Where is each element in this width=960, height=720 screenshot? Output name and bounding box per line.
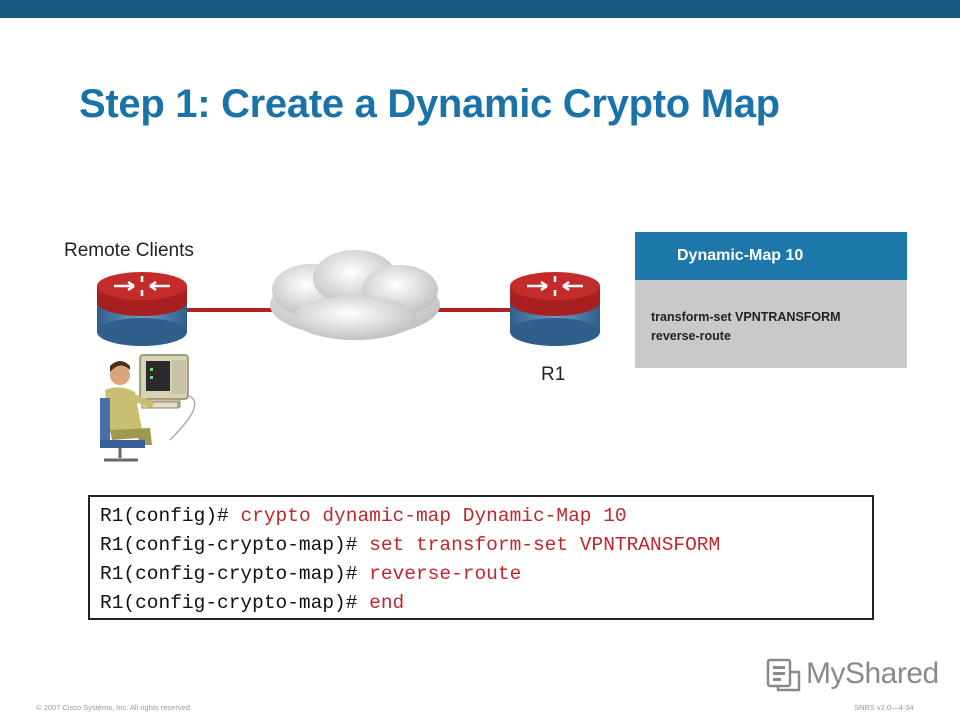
cli-prompt-3: R1(config-crypto-map)# (100, 563, 370, 585)
myshared-logo-text: MyShared (806, 657, 939, 690)
cli-prompt-2: R1(config-crypto-map)# (100, 534, 370, 556)
myshared-logo-icon (766, 658, 801, 692)
slide-title: Step 1: Create a Dynamic Crypto Map (79, 82, 780, 126)
dynamic-map-body: transform-set VPNTRANSFORM reverse-route (651, 308, 841, 346)
cli-command-1: crypto dynamic-map Dynamic-Map 10 (240, 505, 627, 527)
remote-user-workstation-icon (100, 354, 196, 462)
cli-line-3: R1(config-crypto-map)# reverse-route (100, 563, 521, 585)
network-diagram (97, 250, 600, 462)
cli-line-1: R1(config)# crypto dynamic-map Dynamic-M… (100, 505, 627, 527)
router-r1-icon (510, 272, 600, 346)
internet-cloud-icon (270, 250, 440, 340)
cli-command-box: R1(config)# crypto dynamic-map Dynamic-M… (88, 495, 874, 620)
dynamic-map-line-2: reverse-route (651, 329, 731, 343)
cli-command-3: reverse-route (369, 563, 522, 585)
dynamic-map-line-1: transform-set VPNTRANSFORM (651, 310, 841, 324)
remote-clients-label: Remote Clients (64, 240, 194, 261)
router-r1-label: R1 (541, 364, 566, 385)
top-bar (0, 0, 960, 18)
cli-prompt-4: R1(config-crypto-map)# (100, 592, 370, 614)
remote-router-icon (97, 272, 187, 346)
cli-line-2: R1(config-crypto-map)# set transform-set… (100, 534, 720, 556)
dynamic-map-header: Dynamic-Map 10 (635, 232, 907, 280)
footer-copyright: © 2007 Cisco Systems, Inc. All rights re… (36, 703, 193, 712)
cli-prompt-1: R1(config)# (100, 505, 241, 527)
cli-line-4: R1(config-crypto-map)# end (100, 592, 404, 614)
cli-command-4: end (369, 592, 405, 614)
cli-command-2: set transform-set VPNTRANSFORM (369, 534, 721, 556)
dynamic-map-info-box: Dynamic-Map 10 transform-set VPNTRANSFOR… (635, 232, 907, 368)
footer-course-code: SNRS v2.0—4-34 (854, 703, 914, 712)
